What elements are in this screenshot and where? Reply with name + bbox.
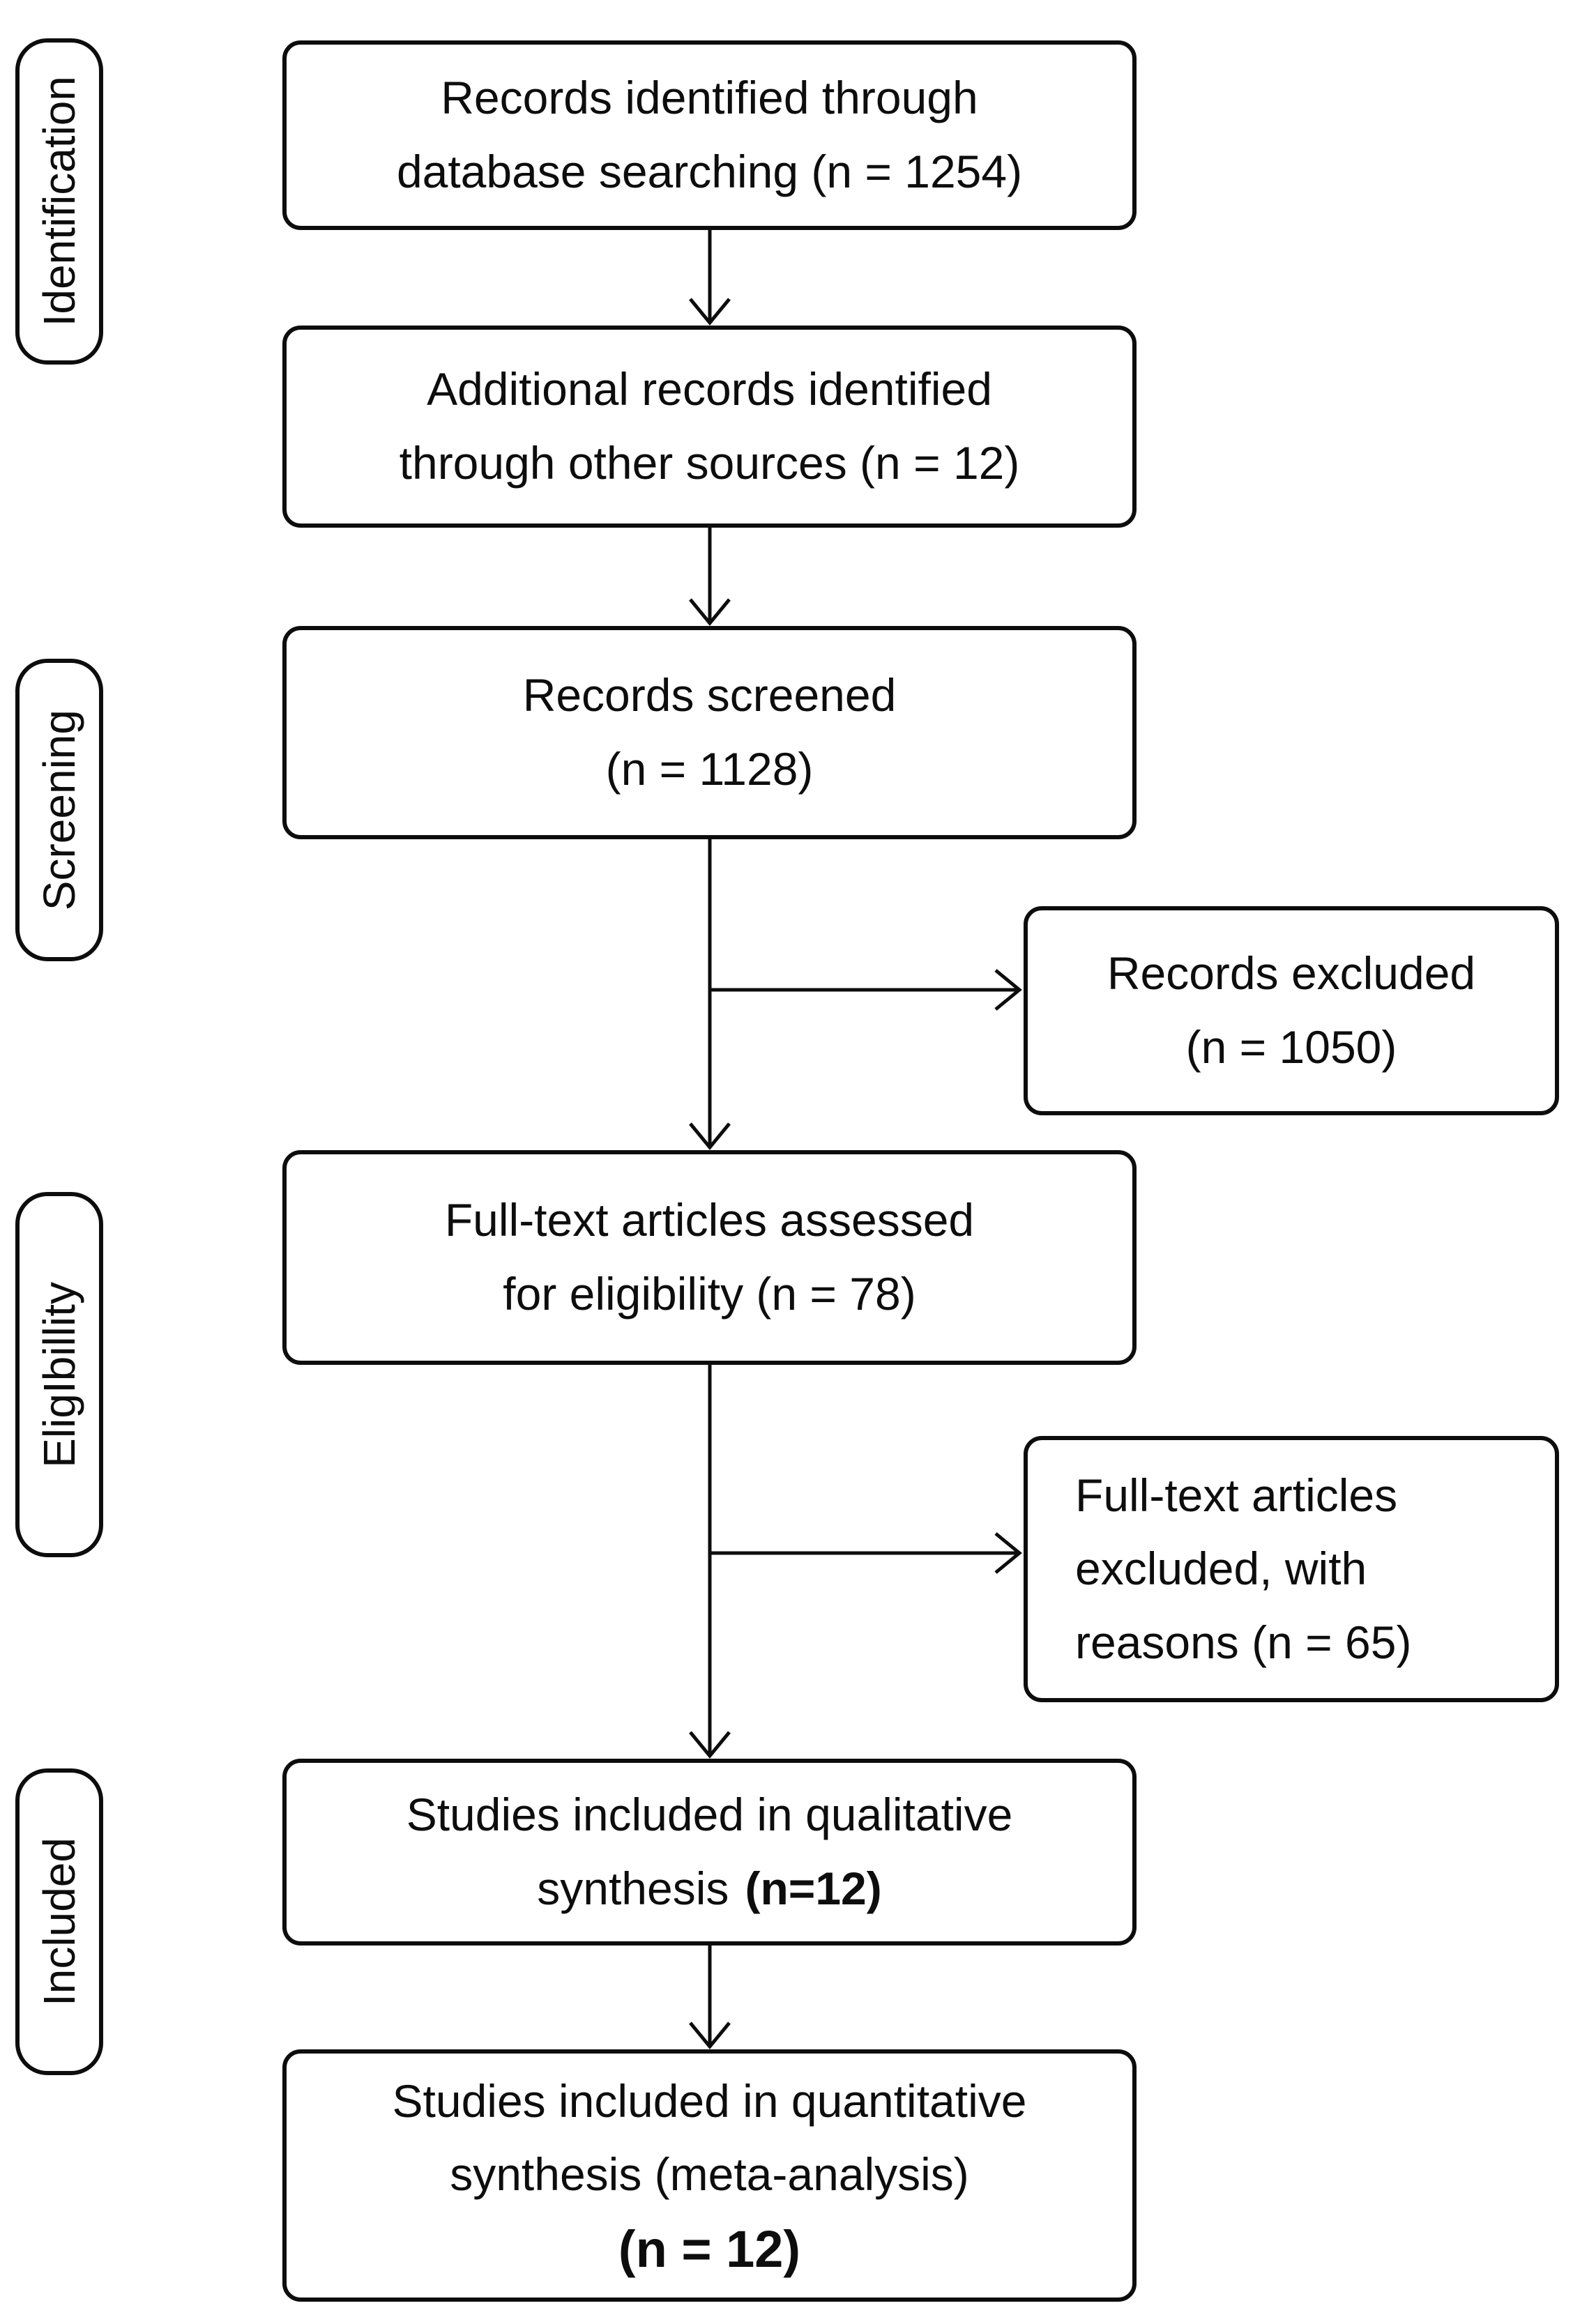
- box-text-line: (n = 1128): [605, 743, 814, 795]
- box-text-line: Records identified through: [441, 72, 978, 124]
- box-text-line: reasons (n = 65): [1075, 1616, 1412, 1668]
- box-fulltext-assessed: Full-text articles assessed for eligibil…: [282, 1150, 1137, 1365]
- box-text-line: synthesis (n=12): [537, 1852, 881, 1926]
- box-qualitative-synthesis: Studies included in qualitative synthesi…: [282, 1759, 1137, 1945]
- arrow-qualitative-to-quantitative: [689, 1945, 731, 2049]
- box-fulltext-excluded: Full-text articles excluded, with reason…: [1024, 1436, 1559, 1702]
- box-text-line: (n = 1050): [1185, 1021, 1397, 1073]
- box-text-line: synthesis (meta-analysis): [450, 2148, 969, 2201]
- arrow-branch-fulltext-excluded: [710, 1532, 1022, 1574]
- box-text-line: Studies included in quantitative: [392, 2074, 1027, 2127]
- count-badge-text: (n=12): [745, 1863, 882, 1914]
- box-text-line: Studies included in qualitative: [406, 1789, 1013, 1841]
- box-text-line: Additional records identified: [427, 363, 992, 415]
- box-text-line: for eligibility (n = 78): [503, 1268, 916, 1320]
- arrow-fulltext-to-qualitative: [689, 1365, 731, 1759]
- box-text-line: database searching (n = 1254): [396, 146, 1023, 197]
- box-records-screened: Records screened (n = 1128): [282, 626, 1137, 839]
- box-text-line: Full-text articles: [1075, 1469, 1398, 1521]
- phase-label-text: EligIbillity: [34, 1281, 84, 1468]
- box-records-identified: Records identified through database sear…: [282, 40, 1137, 230]
- box-records-excluded: Records excluded (n = 1050): [1024, 906, 1559, 1115]
- arrow-identified-to-additional: [689, 230, 731, 326]
- box-text-line: Full-text articles assessed: [444, 1194, 975, 1246]
- phase-label-eligibility: EligIbillity: [15, 1192, 103, 1557]
- phase-label-included: Included: [15, 1768, 103, 2075]
- box-text-segment: synthesis: [537, 1863, 729, 1914]
- phase-label-identification: Identification: [15, 38, 103, 365]
- count-badge-text: (n = 12): [618, 2219, 801, 2278]
- arrow-branch-records-excluded: [710, 969, 1022, 1011]
- box-text-line: Records screened: [522, 669, 897, 721]
- phase-label-text: Identification: [34, 76, 84, 327]
- box-quantitative-synthesis: Studies included in quantitative synthes…: [282, 2049, 1137, 2302]
- arrow-additional-to-screened: [689, 528, 731, 626]
- box-additional-records: Additional records identified through ot…: [282, 326, 1137, 528]
- phase-label-text: Included: [34, 1837, 84, 2006]
- box-text-line: excluded, with: [1075, 1543, 1367, 1595]
- phase-label-text: Screening: [34, 709, 84, 911]
- box-text-line: through other sources (n = 12): [399, 437, 1020, 489]
- phase-label-screening: Screening: [15, 659, 103, 961]
- box-text-line: Records excluded: [1107, 947, 1476, 1000]
- arrow-screened-to-fulltext: [689, 839, 731, 1150]
